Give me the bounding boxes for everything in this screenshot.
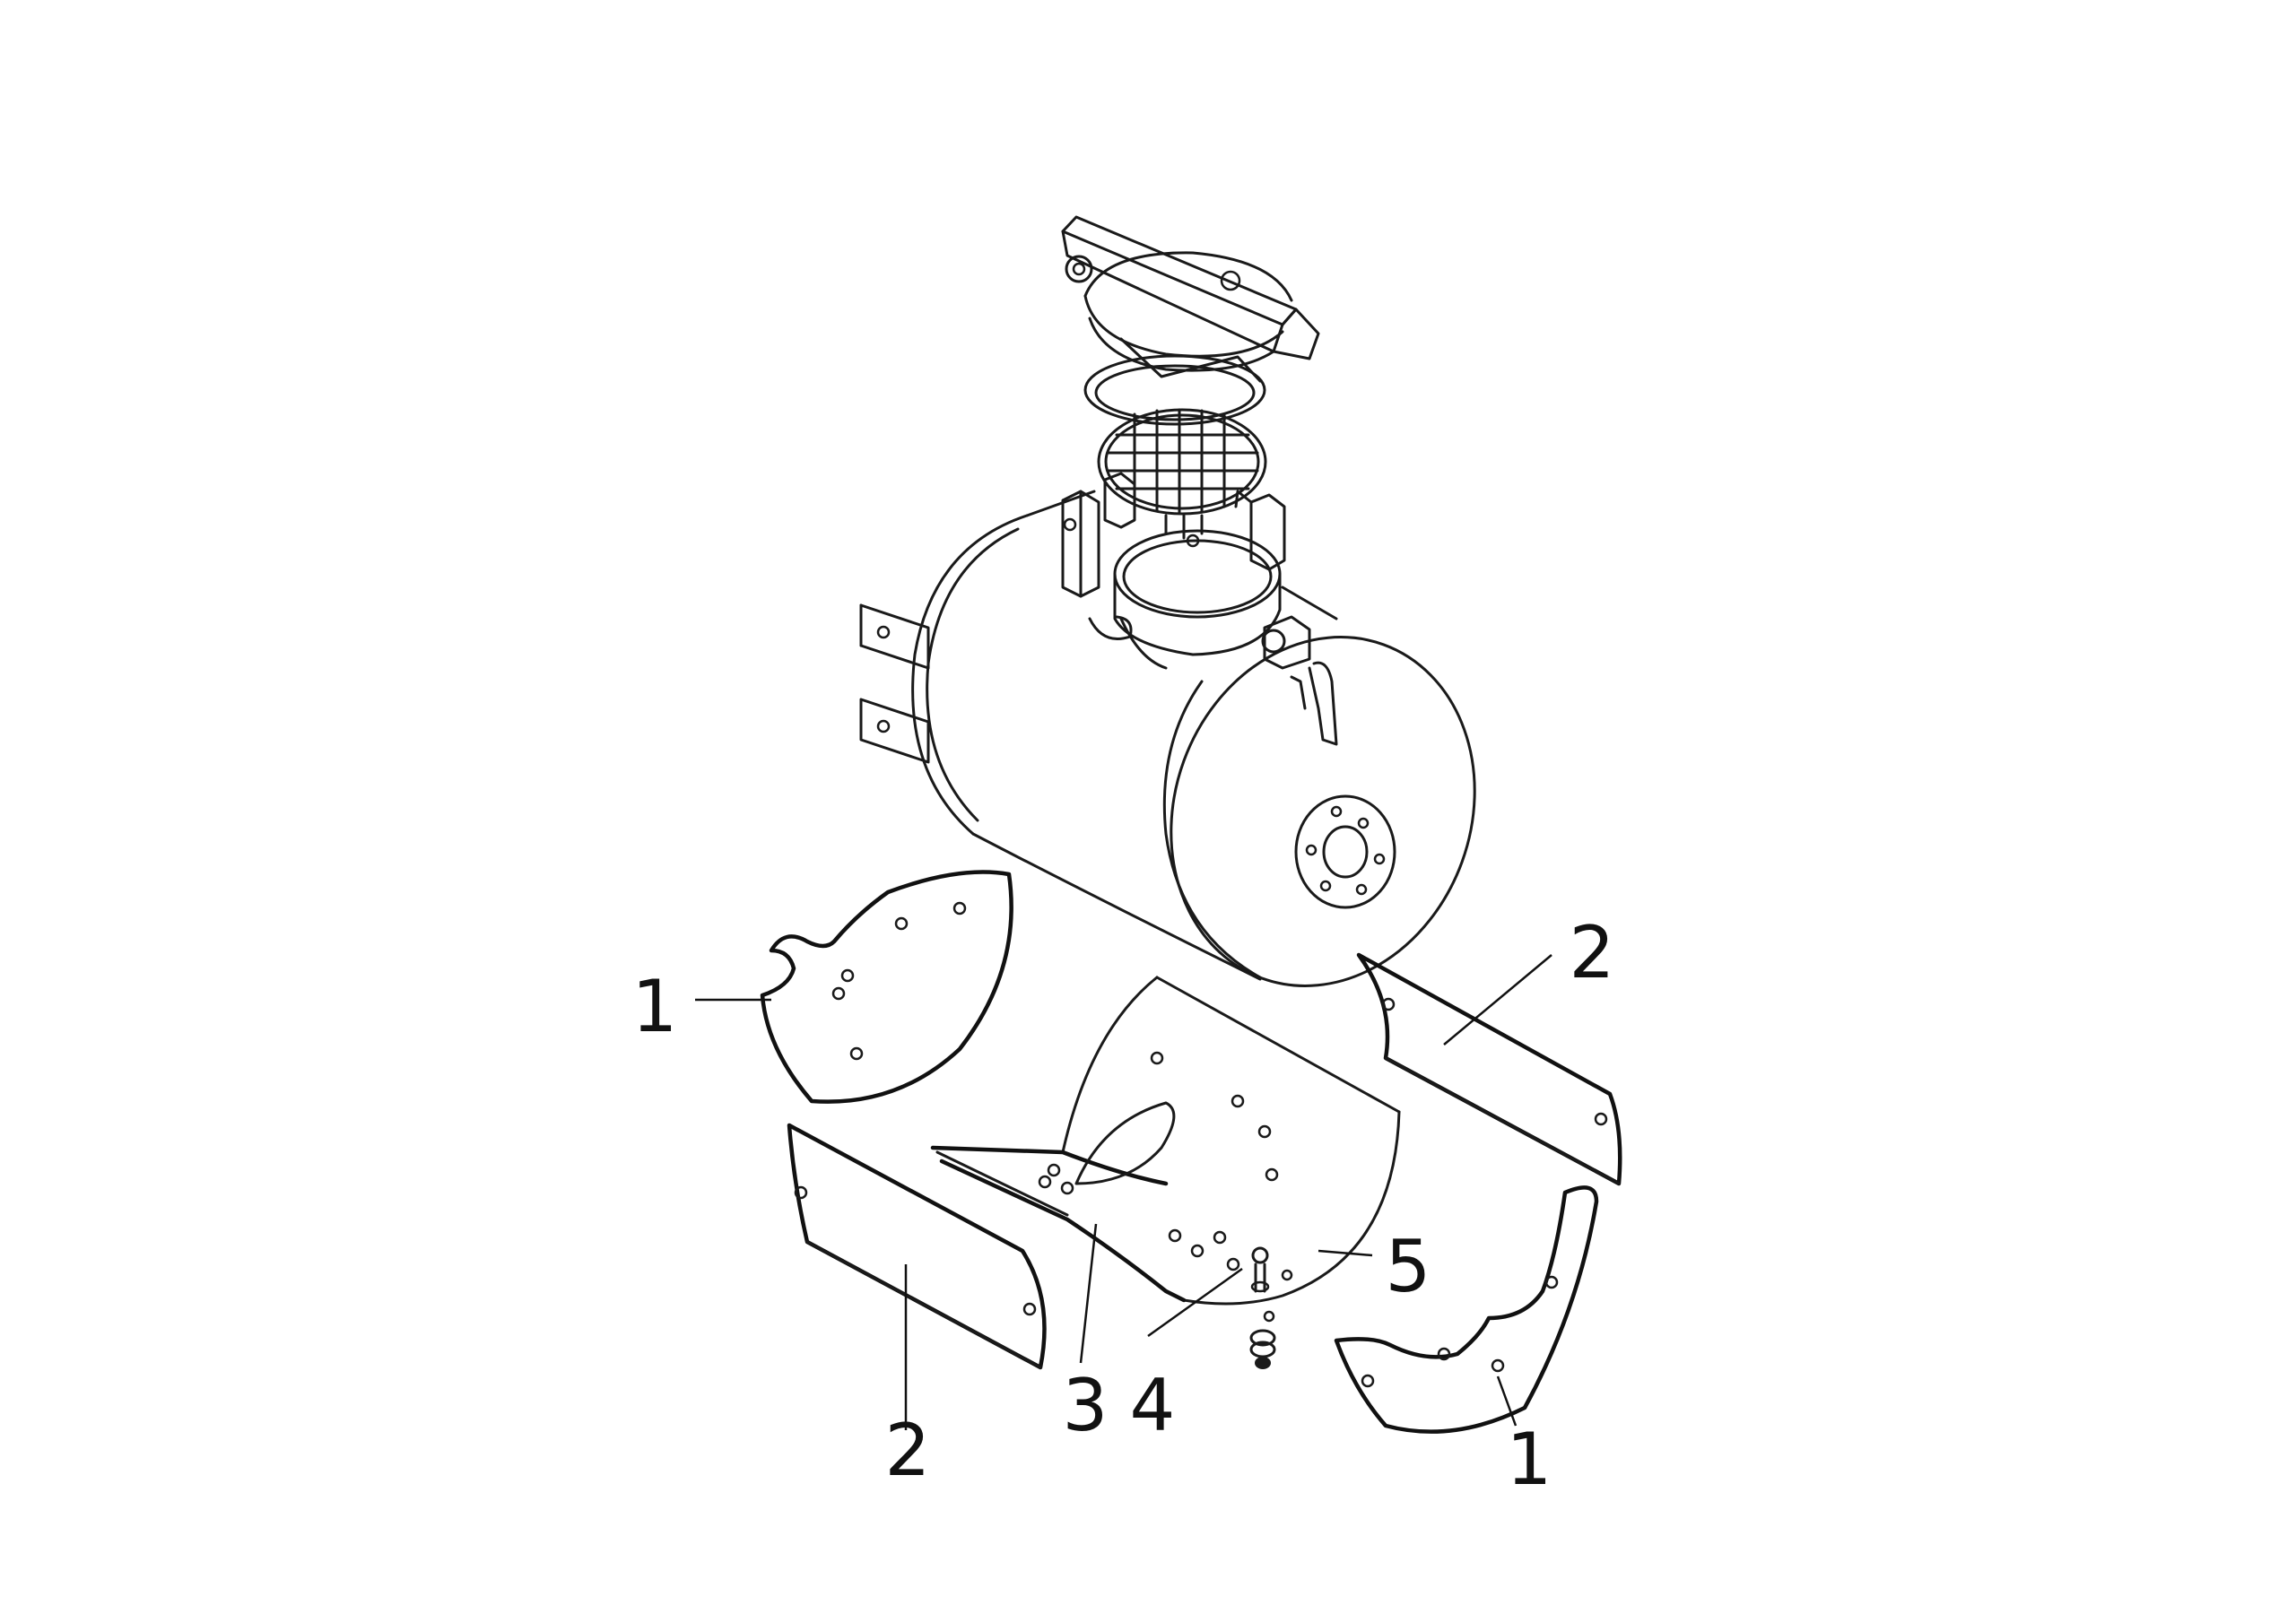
leader-5 bbox=[1318, 1249, 1373, 1257]
lid-handle-assembly bbox=[1061, 215, 1320, 426]
cylinder-tank bbox=[859, 490, 1476, 987]
side-panel-left bbox=[787, 1123, 1047, 1370]
bolt-washer-set bbox=[1249, 1246, 1293, 1369]
callout-5: 5 bbox=[1386, 1225, 1431, 1308]
callout-2-left: 2 bbox=[885, 1409, 931, 1492]
leader-2-right bbox=[1443, 954, 1552, 1046]
callout-4: 4 bbox=[1130, 1364, 1176, 1447]
callout-labels: 1 1 2 2 3 4 5 bbox=[632, 911, 1615, 1501]
bottom-shell bbox=[930, 976, 1401, 1306]
side-panel-right bbox=[1356, 952, 1622, 1186]
callout-1-left: 1 bbox=[632, 965, 678, 1048]
end-plate-left bbox=[760, 870, 1013, 1104]
callout-3: 3 bbox=[1063, 1364, 1109, 1447]
end-plate-right bbox=[1334, 1185, 1599, 1434]
leader-4 bbox=[1147, 1267, 1243, 1338]
leader-lines bbox=[695, 954, 1552, 1430]
leader-1-right bbox=[1496, 1375, 1518, 1427]
leader-3 bbox=[1079, 1223, 1098, 1364]
callout-2-right: 2 bbox=[1570, 911, 1615, 994]
filler-neck-collar bbox=[1061, 472, 1286, 670]
callout-1-right: 1 bbox=[1507, 1418, 1552, 1501]
